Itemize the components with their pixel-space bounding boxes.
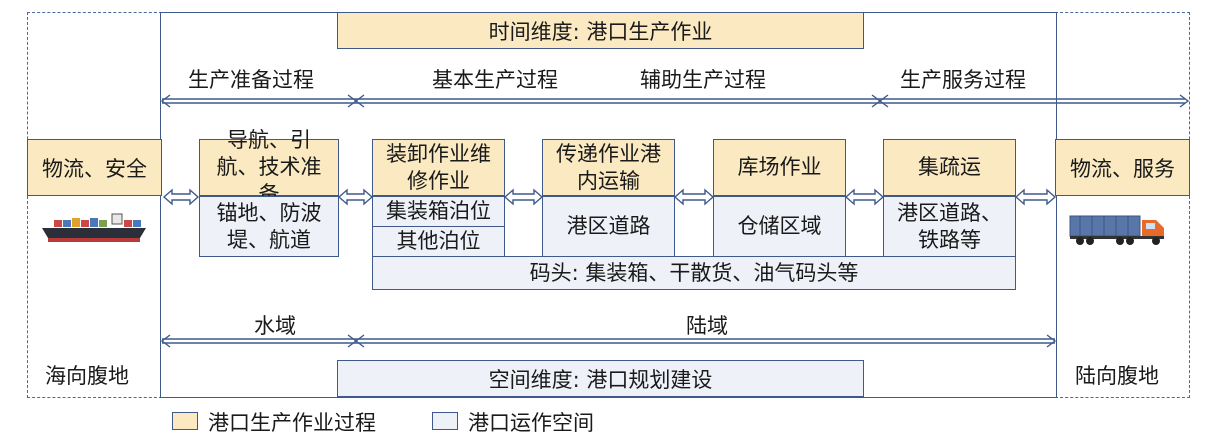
space-dimension-banner: 空间维度: 港口规划建设: [337, 360, 864, 397]
port-road-label: 港区道路: [566, 214, 651, 238]
nav-pilot-box: 导航、引航、技术准备: [199, 128, 339, 206]
space-dimension-label: 空间维度: 港口规划建设: [488, 367, 713, 392]
legend-blue-swatch: [432, 412, 458, 430]
yard-ops-label: 库场作业: [737, 155, 822, 179]
left-hinterland-frame: [27, 12, 162, 398]
connector-arrow-3: [503, 188, 544, 206]
land-hinterland-label: 陆向腹地: [1075, 364, 1159, 388]
header-aux-process: 辅助生产过程: [640, 68, 766, 92]
transfer-ops-label: 传递作业港内运输: [556, 141, 661, 193]
anchorage-box: 锚地、防波堤、航道: [199, 196, 339, 257]
other-berth-box: 其他泊位: [372, 226, 505, 257]
distribution-label: 集疏运: [918, 155, 981, 179]
storage-area-label: 仓储区域: [737, 214, 822, 238]
time-dimension-banner: 时间维度: 港口生产作业: [337, 12, 864, 49]
truck-icon: [1069, 215, 1164, 245]
road-rail-box: 港区道路、铁路等: [883, 196, 1016, 257]
right-logistics-label: 物流、服务: [1070, 156, 1175, 181]
land-domain-label: 陆域: [686, 314, 728, 338]
port-road-box: 港区道路: [542, 196, 675, 257]
wharf-label: 码头: 集装箱、干散货、油气码头等: [529, 260, 859, 285]
process-timeline-arrow: [160, 94, 1190, 108]
sea-hinterland-label: 海向腹地: [45, 364, 129, 388]
yard-ops-box: 库场作业: [713, 139, 846, 196]
connector-arrow-4: [673, 188, 715, 206]
time-dimension-label: 时间维度: 港口生产作业: [488, 19, 713, 44]
domain-timeline-arrow: [160, 334, 1057, 348]
connector-arrow-2: [337, 188, 374, 206]
road-rail-label: 港区道路、铁路等: [897, 200, 1002, 252]
connector-arrow-5: [844, 188, 885, 206]
left-logistics-label: 物流、安全: [42, 156, 147, 181]
left-logistics-box: 物流、安全: [27, 139, 162, 196]
header-service-process: 生产服务过程: [900, 68, 1026, 92]
container-berth-box: 集装箱泊位: [372, 196, 505, 227]
legend-blue-label: 港口运作空间: [468, 411, 594, 435]
other-berth-label: 其他泊位: [396, 229, 481, 253]
loading-ops-box: 装卸作业维修作业: [372, 139, 505, 196]
connector-arrow-1: [162, 188, 200, 206]
loading-ops-label: 装卸作业维修作业: [386, 141, 491, 193]
water-domain-label: 水域: [254, 314, 296, 338]
distribution-box: 集疏运: [883, 139, 1016, 196]
right-logistics-box: 物流、服务: [1055, 139, 1190, 196]
connector-arrow-6: [1014, 188, 1057, 206]
container-ship-icon: [42, 213, 146, 242]
right-hinterland-frame: [1055, 12, 1190, 398]
header-basic-process: 基本生产过程: [432, 68, 558, 92]
wharf-box: 码头: 集装箱、干散货、油气码头等: [372, 256, 1016, 290]
legend-yellow-swatch: [172, 412, 198, 430]
header-prep-process: 生产准备过程: [188, 68, 314, 92]
container-berth-label: 集装箱泊位: [386, 199, 491, 223]
transfer-ops-box: 传递作业港内运输: [542, 139, 675, 196]
legend-yellow-label: 港口生产作业过程: [208, 411, 376, 435]
anchorage-label: 锚地、防波堤、航道: [216, 200, 322, 252]
storage-area-box: 仓储区域: [713, 196, 846, 257]
